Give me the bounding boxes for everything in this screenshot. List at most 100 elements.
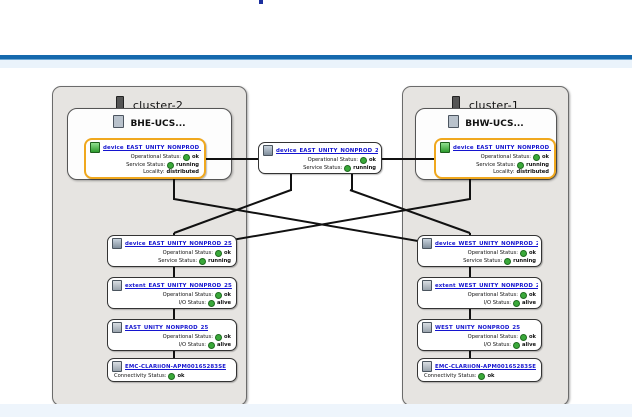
node-title-link[interactable]: EAST_UNITY_NONPROD_25 (125, 324, 209, 331)
property-value: ok (487, 373, 495, 379)
property-value: ok (223, 250, 231, 256)
property-value: ok (528, 334, 536, 340)
property-label: Operational Status: (467, 334, 518, 340)
status-ok-icon (168, 373, 176, 381)
node-header: device_WEST_UNITY_NONPROD_2 (418, 236, 541, 249)
status-ok-icon (513, 299, 521, 307)
node-header: extent_WEST_UNITY_NONPROD_2 (418, 278, 541, 291)
node-properties: Operational Status: ok I/O Status: alive (108, 333, 236, 351)
edge-center-righttop (380, 158, 435, 160)
node-device-east-unity-nonprod-25[interactable]: device_EAST_UNITY_NONPROD_25 Operational… (107, 235, 237, 267)
property-row: Operational Status: ok (422, 334, 536, 342)
node-title-link[interactable]: EMC-CLARiiON-APM00165283SE (435, 363, 537, 370)
edge-diagonals (173, 178, 471, 251)
property-row: Service Status: running (263, 165, 376, 173)
storage-volume-icon (112, 322, 122, 333)
node-title-link[interactable]: device_EAST_UNITY_NONPROD_2 (103, 144, 201, 151)
status-ok-icon (208, 341, 216, 349)
node-title-link[interactable]: extent_EAST_UNITY_NONPROD_25 (125, 282, 232, 289)
property-label: I/O Status: (178, 341, 207, 348)
property-label: Service Status: (158, 257, 198, 264)
property-row: Operational Status: ok (440, 154, 549, 162)
property-value: alive (217, 341, 231, 348)
device-green-icon (440, 142, 450, 153)
property-row: Connectivity Status: ok (422, 373, 536, 381)
property-row: Operational Status: ok (112, 292, 231, 300)
property-label: Operational Status: (480, 154, 531, 160)
property-value: distributed (166, 169, 199, 175)
property-label: Connectivity Status: (424, 373, 477, 379)
edge-center-down-right (351, 171, 353, 191)
property-value: running (208, 257, 231, 264)
node-title-link[interactable]: EMC-CLARiiON-APM00165283SE (125, 363, 227, 370)
property-label: Locality: (143, 169, 165, 175)
node-emc-clariion-array-right[interactable]: EMC-CLARiiON-APM00165283SE Connectivity … (417, 358, 542, 382)
array-icon (422, 361, 432, 372)
node-properties: Operational Status: ok Service Status: r… (108, 249, 236, 267)
property-value: running (353, 164, 376, 171)
property-label: Service Status: (476, 161, 516, 168)
node-emc-clariion-array-left[interactable]: EMC-CLARiiON-APM00165283SE Connectivity … (107, 358, 237, 382)
node-properties: Operational Status: ok Service Status: r… (259, 156, 381, 174)
node-header: EAST_UNITY_NONPROD_25 (108, 320, 236, 333)
node-header: extent_EAST_UNITY_NONPROD_25 (108, 278, 236, 291)
property-row: Service Status: running (440, 162, 549, 170)
node-title-link[interactable]: extent_WEST_UNITY_NONPROD_2 (435, 282, 538, 289)
topology-canvas[interactable]: cluster-2 BHE-UCS... cluster-1 BHW-UCS..… (0, 68, 632, 406)
node-header: WEST_UNITY_NONPROD_25 (418, 320, 541, 333)
node-properties: Operational Status: ok I/O Status: alive (418, 333, 541, 351)
status-ok-icon (199, 257, 207, 265)
node-device-east-unity-nonprod-right-top[interactable]: device_EAST_UNITY_NONPROD_2 Operational … (434, 138, 556, 179)
node-device-east-unity-nonprod-left-top[interactable]: device_EAST_UNITY_NONPROD_2 Operational … (84, 138, 206, 179)
property-value: alive (217, 299, 231, 306)
property-label: Operational Status: (467, 292, 518, 298)
node-title-link[interactable]: device_EAST_UNITY_NONPROD_25 (276, 147, 378, 154)
node-title-link[interactable]: device_WEST_UNITY_NONPROD_2 (435, 240, 538, 247)
node-title-link[interactable]: WEST_UNITY_NONPROD_25 (435, 324, 521, 331)
node-title-link[interactable]: device_EAST_UNITY_NONPROD_2 (453, 144, 551, 151)
property-row: Operational Status: ok (90, 154, 199, 162)
node-west-unity-nonprod-25-volume[interactable]: WEST_UNITY_NONPROD_25 Operational Status… (417, 319, 542, 351)
property-row: I/O Status: alive (422, 300, 536, 308)
edge-lefttop-center (199, 158, 259, 160)
node-east-unity-nonprod-25-volume[interactable]: EAST_UNITY_NONPROD_25 Operational Status… (107, 319, 237, 351)
property-label: Service Status: (463, 257, 503, 264)
node-header: device_EAST_UNITY_NONPROD_25 (108, 236, 236, 249)
property-label: I/O Status: (483, 341, 512, 348)
node-header: device_EAST_UNITY_NONPROD_2 (86, 140, 204, 153)
node-extent-east-unity-nonprod-25[interactable]: extent_EAST_UNITY_NONPROD_25 Operational… (107, 277, 237, 309)
status-ok-icon (214, 250, 222, 258)
node-title-link[interactable]: device_EAST_UNITY_NONPROD_25 (125, 240, 232, 247)
device-icon (112, 238, 122, 249)
node-properties: Connectivity Status: ok (418, 372, 541, 383)
cursor-marker (259, 0, 263, 4)
status-ok-icon (513, 341, 521, 349)
property-value: running (513, 257, 536, 264)
property-label: Service Status: (303, 164, 343, 171)
property-value: ok (223, 334, 231, 340)
property-row: Operational Status: ok (422, 292, 536, 300)
group-right-title: BHW-UCS... (416, 115, 556, 129)
node-device-west-unity-nonprod[interactable]: device_WEST_UNITY_NONPROD_2 Operational … (417, 235, 542, 267)
property-value: ok (177, 373, 185, 379)
status-ok-icon (167, 161, 175, 169)
status-ok-icon (208, 299, 216, 307)
node-extent-west-unity-nonprod[interactable]: extent_WEST_UNITY_NONPROD_2 Operational … (417, 277, 542, 309)
node-header: device_EAST_UNITY_NONPROD_2 (436, 140, 554, 153)
property-label: I/O Status: (178, 299, 207, 306)
property-label: Operational Status: (307, 157, 358, 163)
property-label: Operational Status: (130, 154, 181, 160)
group-left-title: BHE-UCS... (68, 115, 231, 129)
property-row: I/O Status: alive (422, 342, 536, 350)
header-accent-underline (0, 59, 632, 60)
property-value: ok (191, 154, 199, 160)
property-label: Locality: (493, 169, 515, 175)
node-device-east-unity-nonprod-center[interactable]: device_EAST_UNITY_NONPROD_25 Operational… (258, 142, 382, 174)
array-icon (112, 361, 122, 372)
header-accent-bar (0, 55, 632, 59)
property-row: I/O Status: alive (112, 342, 231, 350)
status-ok-icon (504, 257, 512, 265)
property-row: Operational Status: ok (112, 334, 231, 342)
device-green-icon (90, 142, 100, 153)
status-ok-icon (359, 157, 367, 165)
